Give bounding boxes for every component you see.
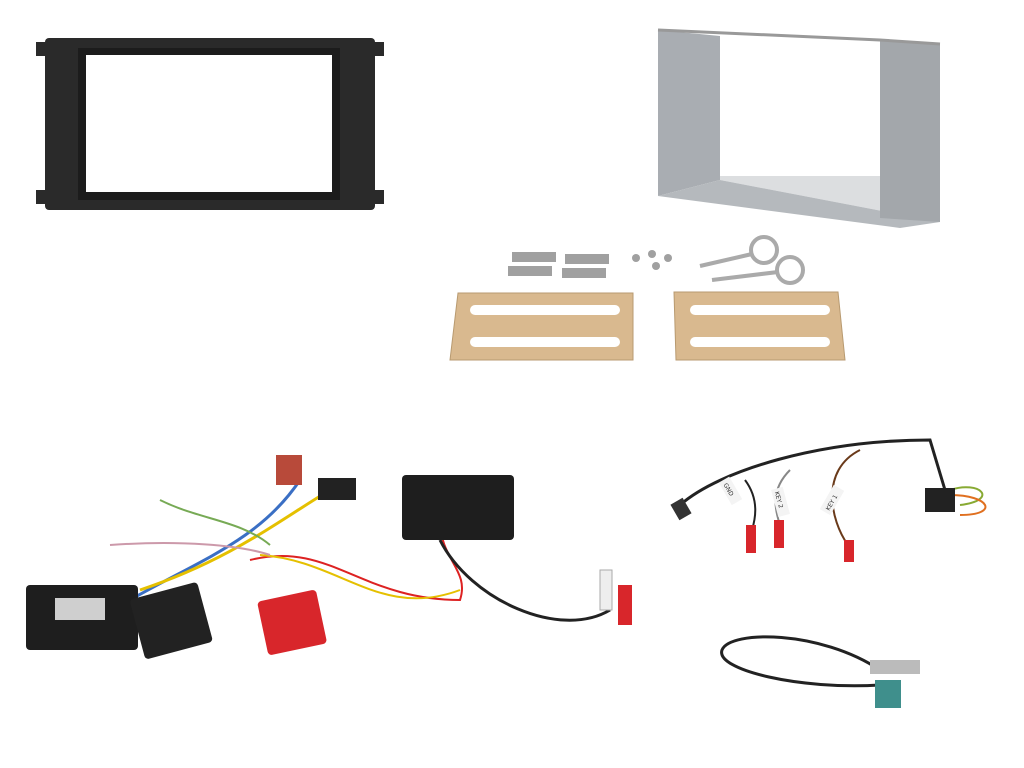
antenna-adapter [720,635,920,708]
mounting-cage [657,28,941,228]
removal-keys [699,235,805,285]
double-din-fascia [36,38,384,210]
side-plates [449,291,846,361]
wire-label-key2: KEY 2 [771,486,790,518]
patch-lead: GND KEY 2 KEY 1 [670,438,987,562]
fixing-brackets [508,250,672,278]
svg-text:KEY 2: KEY 2 [773,491,784,510]
wire-label-gnd: GND [718,476,743,506]
wire-label-key1: KEY 1 [819,484,845,516]
steering-control-harness [26,455,632,659]
